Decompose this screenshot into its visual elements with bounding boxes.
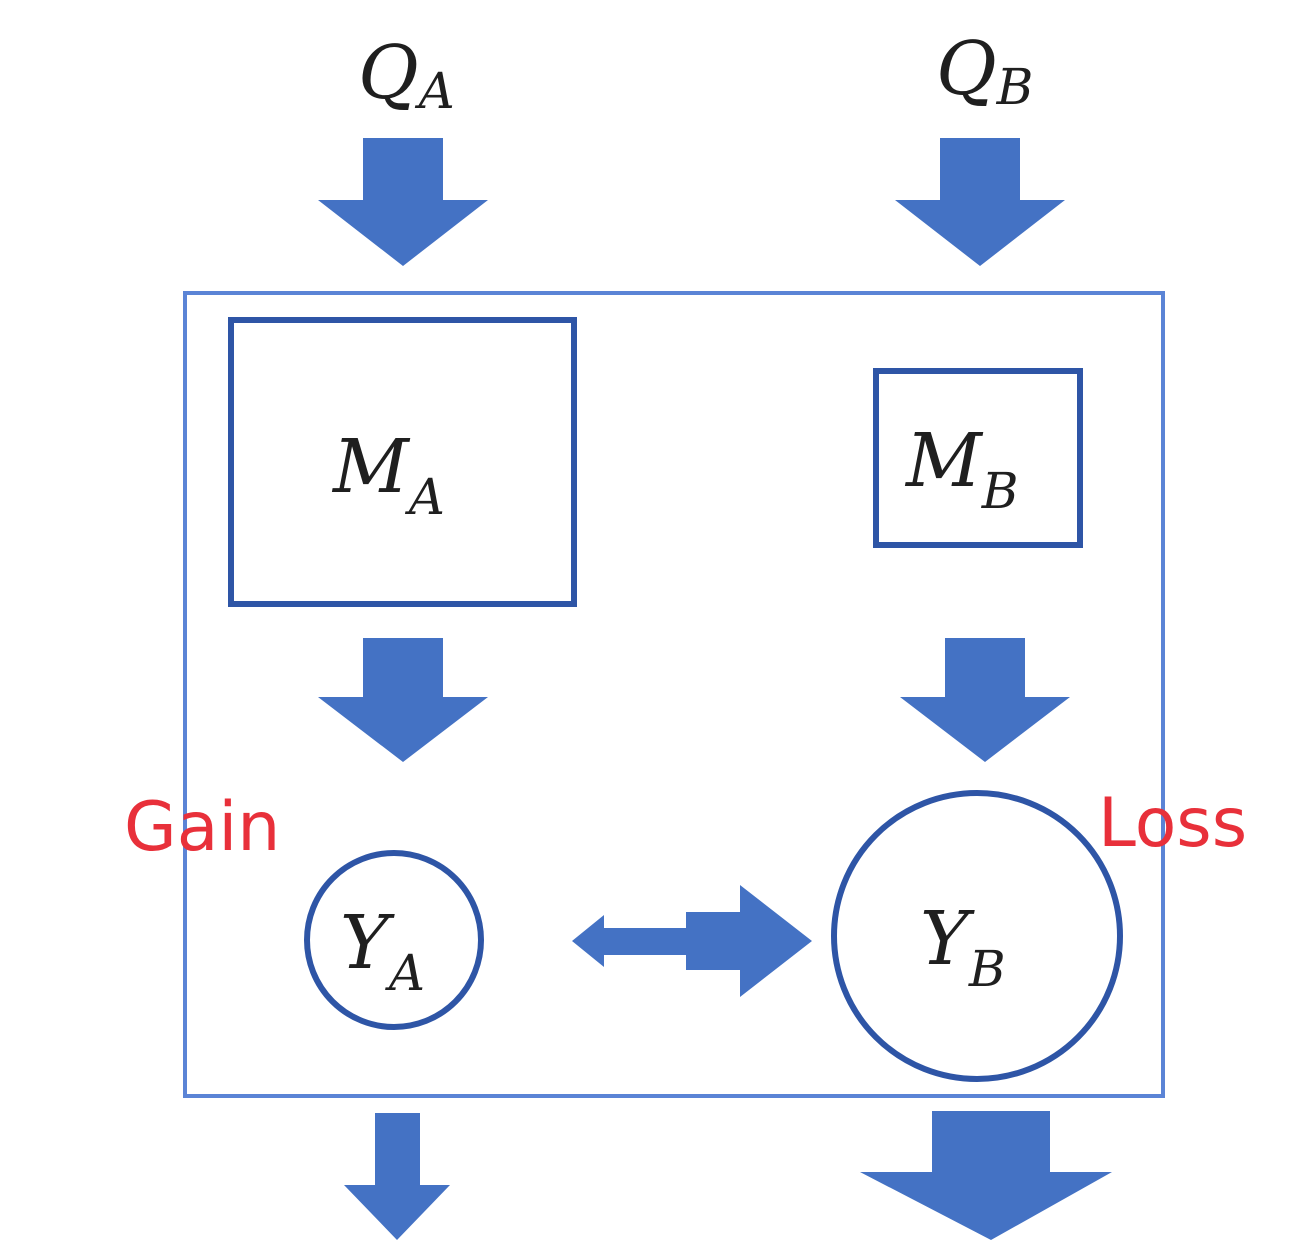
- circle-yb: [831, 790, 1123, 1082]
- transfer-arrow: [572, 885, 812, 997]
- loss-label: Loss: [1098, 784, 1247, 863]
- output-arrow-b: [860, 1111, 1112, 1240]
- flow-arrow-a: [318, 638, 488, 762]
- input-arrow-a: [318, 138, 488, 266]
- system-boundary: [183, 291, 1165, 1098]
- input-label-qa: QA: [358, 30, 455, 120]
- input-arrow-b: [895, 138, 1065, 266]
- output-arrow-a: [344, 1113, 450, 1240]
- flow-arrow-b: [900, 638, 1070, 762]
- label-ya: YA: [340, 900, 425, 1002]
- label-ma: MA: [331, 424, 445, 526]
- label-mb: MB: [904, 418, 1019, 520]
- gain-label: Gain: [124, 788, 280, 867]
- box-ma: [228, 317, 577, 607]
- box-mb: [873, 368, 1083, 548]
- label-yb: YB: [920, 896, 1006, 998]
- input-label-qb: QB: [936, 26, 1033, 116]
- circle-ya: [304, 850, 484, 1030]
